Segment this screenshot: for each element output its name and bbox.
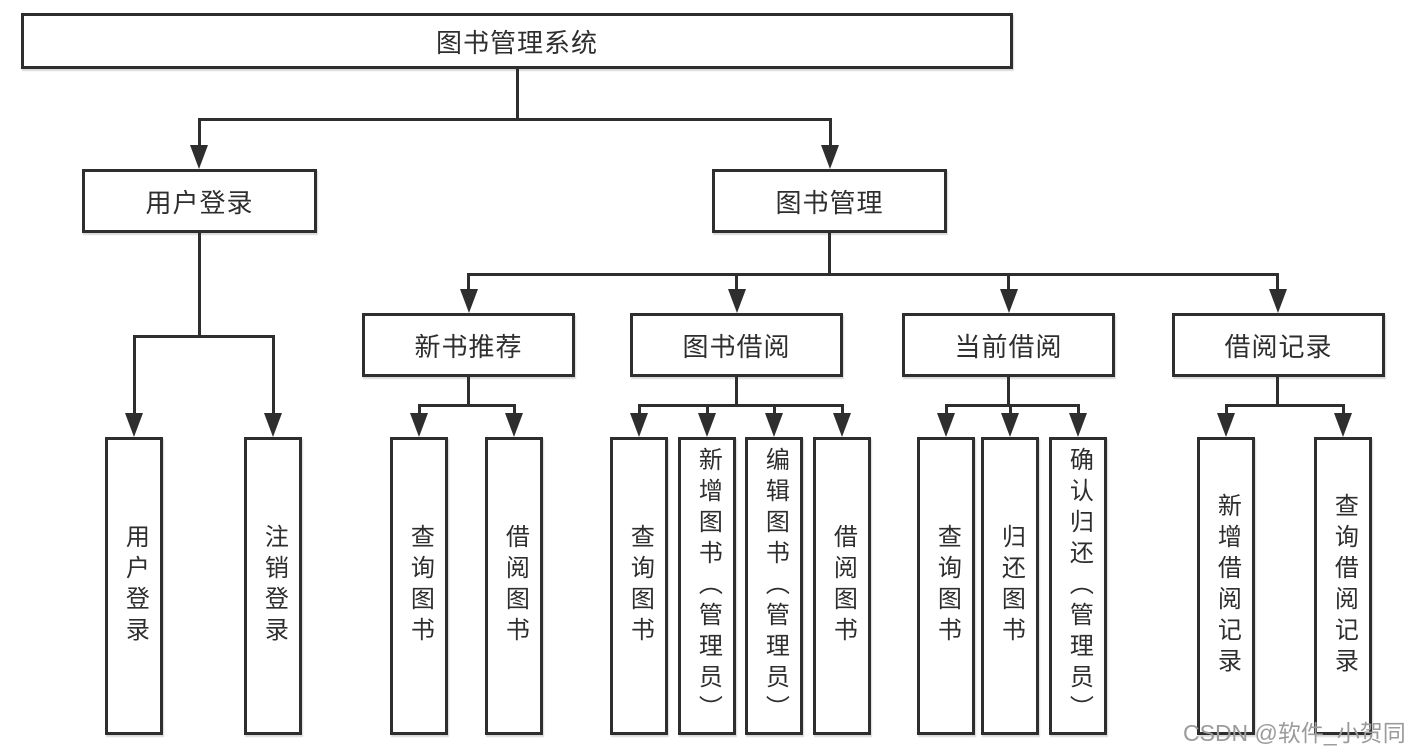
connector-current-borrow-stem <box>1007 377 1010 407</box>
leaf-label: 归还图书 <box>997 524 1025 648</box>
connector-book-borrow-bar <box>637 404 844 407</box>
leaf-label: 借阅图书 <box>829 524 857 648</box>
leaf-label: 查询图书 <box>933 524 961 648</box>
connector-drop-leaf <box>417 404 421 416</box>
connector-drop-login-leaf <box>132 335 136 413</box>
connector-drop-book-borrow <box>735 273 738 289</box>
arrow-down-icon <box>765 413 783 437</box>
connector-drop-leaf <box>512 404 516 416</box>
connector-new-book-bar <box>417 404 516 407</box>
connector-drop-borrow-record <box>1276 273 1279 289</box>
node-borrow-record: 借阅记录 <box>1172 313 1385 377</box>
leaf-query-books-recommend: 查询图书 <box>390 437 448 735</box>
connector-drop-leaf <box>840 404 844 416</box>
connector-drop-user-login <box>197 118 201 145</box>
arrow-down-icon <box>190 145 208 169</box>
leaf-label: 新增借阅记录 <box>1213 493 1241 679</box>
connector-drop-leaf <box>944 404 948 416</box>
node-label: 新书推荐 <box>414 331 523 362</box>
node-new-book-recommend: 新书推荐 <box>362 313 575 377</box>
arrow-down-icon <box>264 413 282 437</box>
leaf-add-borrow-record: 新增借阅记录 <box>1197 437 1255 735</box>
leaf-return-book: 归还图书 <box>981 437 1039 735</box>
leaf-label: 查询图书 <box>626 524 654 648</box>
arrow-down-icon <box>999 289 1018 313</box>
connector-root-bar <box>197 118 832 121</box>
leaf-label: 注销登录 <box>260 524 288 648</box>
node-library-management-system: 图书管理系统 <box>21 13 1013 69</box>
leaf-label: 新增图书（管理员） <box>694 446 722 726</box>
csdn-watermark: CSDN @软件_小贺同学 <box>1183 720 1405 746</box>
leaf-add-book-admin: 新增图书（管理员） <box>678 437 736 735</box>
arrow-down-icon <box>1069 413 1087 437</box>
connector-user-login-bar <box>132 335 275 338</box>
node-label: 借阅记录 <box>1224 331 1333 362</box>
connector-drop-leaf <box>1008 404 1012 416</box>
leaf-query-books-current: 查询图书 <box>917 437 975 735</box>
connector-drop-current-borrow <box>1007 273 1010 289</box>
arrow-down-icon <box>459 289 478 313</box>
arrow-down-icon <box>1334 413 1352 437</box>
leaf-confirm-return-admin: 确认归还（管理员） <box>1049 437 1107 735</box>
arrow-down-icon <box>833 413 851 437</box>
leaf-query-books-borrow: 查询图书 <box>610 437 668 735</box>
connector-new-book-stem <box>467 377 470 407</box>
leaf-label: 用户登录 <box>121 524 149 648</box>
arrow-down-icon <box>1217 413 1235 437</box>
connector-drop-leaf <box>637 404 641 416</box>
connector-drop-book-management <box>828 118 832 145</box>
arrow-down-icon <box>410 413 428 437</box>
leaf-borrow-books: 借阅图书 <box>813 437 871 735</box>
arrow-down-icon <box>1001 413 1019 437</box>
node-current-borrow: 当前借阅 <box>902 313 1115 377</box>
connector-borrow-record-bar <box>1224 404 1345 407</box>
node-book-management: 图书管理 <box>712 169 947 233</box>
connector-drop-new-book <box>467 273 470 289</box>
arrow-down-icon <box>727 289 746 313</box>
leaf-label: 借阅图书 <box>501 524 529 648</box>
arrow-down-icon <box>125 413 143 437</box>
connector-borrow-record-stem <box>1276 377 1279 407</box>
leaf-edit-book-admin: 编辑图书（管理员） <box>745 437 803 735</box>
connector-drop-leaf <box>1076 404 1080 416</box>
connector-book-borrow-stem <box>735 377 738 407</box>
connector-root-stem <box>515 69 519 121</box>
leaf-user-login: 用户登录 <box>105 437 163 735</box>
connector-drop-leaf <box>1341 404 1345 416</box>
leaf-label: 查询图书 <box>406 524 434 648</box>
arrow-down-icon <box>1268 289 1287 313</box>
connector-drop-logout-leaf <box>271 335 275 413</box>
connector-current-borrow-bar <box>944 404 1080 407</box>
arrow-down-icon <box>821 145 839 169</box>
node-label: 图书借阅 <box>682 331 791 362</box>
node-label: 图书管理系统 <box>435 27 598 58</box>
leaf-logout: 注销登录 <box>244 437 302 735</box>
arrow-down-icon <box>698 413 716 437</box>
leaf-label: 查询借阅记录 <box>1330 493 1358 679</box>
connector-drop-leaf <box>772 404 776 416</box>
connector-book-management-stem <box>828 233 831 276</box>
leaf-query-borrow-record: 查询借阅记录 <box>1314 437 1372 735</box>
arrow-down-icon <box>937 413 955 437</box>
connector-drop-leaf <box>705 404 709 416</box>
node-label: 当前借阅 <box>954 331 1063 362</box>
node-label: 图书管理 <box>775 187 884 218</box>
connector-user-login-stem <box>198 233 201 338</box>
node-label: 用户登录 <box>145 187 254 218</box>
arrow-down-icon <box>630 413 648 437</box>
node-user-login: 用户登录 <box>82 169 317 233</box>
node-book-borrow: 图书借阅 <box>630 313 843 377</box>
leaf-label: 确认归还（管理员） <box>1065 446 1093 726</box>
arrow-down-icon <box>505 413 523 437</box>
connector-book-management-bar <box>467 273 1279 276</box>
leaf-borrow-books-recommend: 借阅图书 <box>485 437 543 735</box>
leaf-label: 编辑图书（管理员） <box>761 446 789 726</box>
connector-drop-leaf <box>1224 404 1228 416</box>
